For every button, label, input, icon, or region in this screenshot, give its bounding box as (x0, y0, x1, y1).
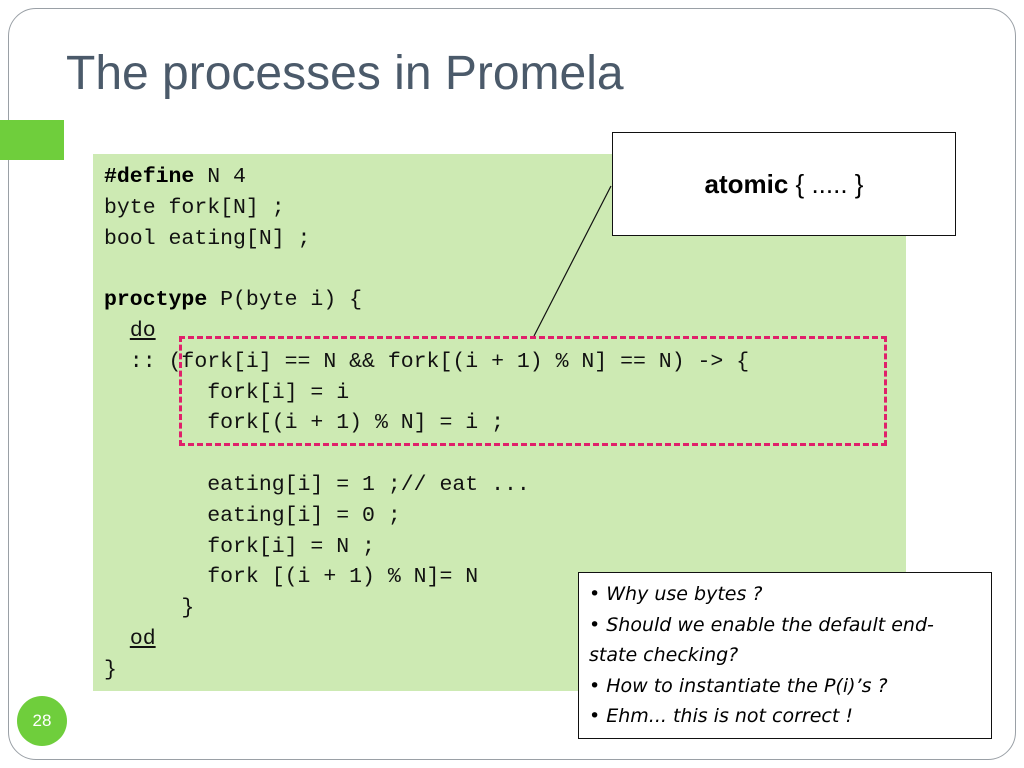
code-line: byte fork[N] ; (104, 193, 749, 224)
code-text: N 4 (194, 165, 246, 189)
code-line: bool eating[N] ; (104, 224, 749, 255)
code-text: } (104, 596, 195, 621)
atomic-region-highlight (179, 336, 887, 446)
atomic-rest: { ..... } (788, 168, 864, 199)
slide-title: The processes in Promela (66, 47, 624, 100)
code-line: eating[i] = 0 ; (104, 501, 749, 532)
note-item: • How to instantiate the P(i)’s ? (589, 674, 888, 697)
code-line: fork[i] = N ; (104, 532, 749, 563)
code-keyword: #define (104, 165, 195, 189)
code-text: eating[i] = 0 ; (104, 503, 401, 528)
code-text: P(byte i) { (207, 288, 363, 313)
code-line: } (104, 593, 749, 624)
code-line (104, 254, 749, 285)
note-item: • Ehm... this is not correct ! (589, 705, 853, 727)
code-text: eating[i] = 1 ;// eat ... (104, 472, 530, 497)
code-line: proctype P(byte i) { (104, 285, 749, 316)
code-line: od (104, 624, 749, 655)
code-text: :: (fork[i] == N && fork[(i + 1) % N] ==… (104, 349, 750, 374)
code-text: fork[(i + 1) % N] = i ; (104, 411, 504, 436)
code-text: fork[i] = N ; (104, 534, 375, 559)
atomic-keyword: atomic (704, 168, 789, 199)
code-line: fork [(i + 1) % N]= N (104, 562, 749, 593)
code-line: :: (fork[i] == N && fork[(i + 1) % N] ==… (104, 347, 749, 378)
code-keyword-underlined: do (129, 318, 156, 343)
code-indent (104, 319, 130, 343)
note-item: • Why use bytes ? (589, 583, 763, 605)
atomic-callout: atomic { ..... } (612, 132, 956, 236)
accent-bar (0, 120, 64, 160)
code-line: } (104, 655, 749, 686)
code-line: #define N 4 (104, 162, 749, 193)
code-line: eating[i] = 1 ;// eat ... (104, 470, 749, 501)
code-line: fork[i] = i (104, 378, 749, 409)
page-number-badge: 28 (17, 696, 67, 746)
code-indent (104, 627, 130, 651)
code-text: bool eating[N] ; (104, 226, 311, 251)
code-text: fork[i] = i (104, 380, 350, 405)
code-line: do (104, 316, 749, 347)
note-item: • Should we enable the default end-state… (589, 613, 934, 667)
code-line: fork[(i + 1) % N] = i ; (104, 408, 749, 439)
slide-frame (8, 8, 1016, 760)
code-text: byte fork[N] ; (104, 195, 285, 220)
questions-box: • Why use bytes ? • Should we enable the… (578, 572, 992, 739)
code-keyword-underlined: od (129, 626, 156, 651)
code-text: } (104, 657, 117, 682)
code-text: fork [(i + 1) % N]= N (104, 565, 479, 590)
code-keyword: proctype (104, 288, 208, 313)
